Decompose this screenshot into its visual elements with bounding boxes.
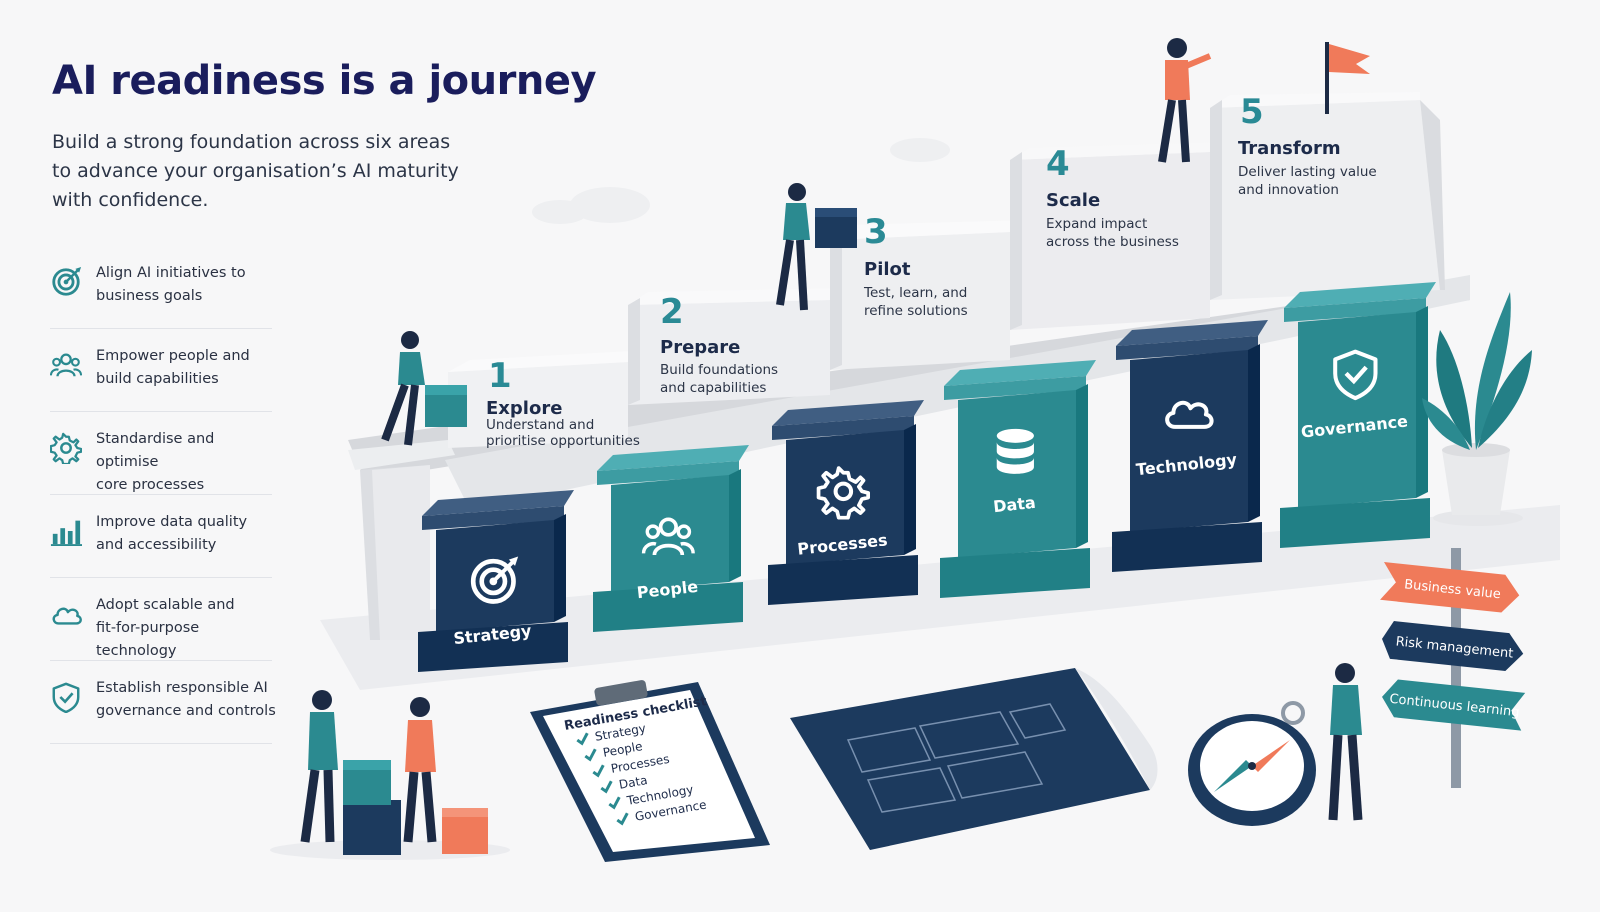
step-name: Prepare	[660, 337, 741, 358]
person-transform	[1158, 38, 1212, 163]
step-desc-line2: across the business	[1046, 234, 1179, 250]
checklist-item-label: Data	[618, 773, 649, 792]
benefit-line2: governance and controls	[96, 703, 276, 719]
benefit-line2: core processes	[96, 477, 205, 493]
step-desc-line2: refine solutions	[864, 303, 968, 319]
benefit-line2: fit-for-purpose technology	[96, 620, 200, 659]
cloud-icon	[50, 598, 84, 632]
step-number: 3	[864, 212, 888, 252]
person-explore	[381, 331, 467, 446]
compass-icon	[1188, 701, 1316, 826]
people-icon	[49, 349, 84, 383]
step-number: 5	[1240, 92, 1264, 132]
step-name: Pilot	[864, 259, 911, 280]
benefit-text: Empower people and build capabilities	[96, 345, 276, 391]
step-desc-line1: Build foundations	[660, 362, 779, 378]
blueprint	[790, 668, 1158, 850]
benefit-line2: build capabilities	[96, 371, 219, 387]
people-icon	[641, 517, 695, 556]
benefit-line2: and accessibility	[96, 537, 217, 553]
check-icon	[592, 764, 605, 778]
gear-icon	[816, 466, 871, 520]
pillar-label: Data	[992, 493, 1036, 516]
step-desc-line1: Deliver lasting value	[1238, 164, 1377, 180]
step-number: 4	[1046, 144, 1070, 184]
person-navigator	[1328, 663, 1363, 821]
step-desc-line2: and innovation	[1238, 182, 1339, 198]
benefit-item: Align AI initiatives to business goals	[50, 246, 272, 329]
signpost-sign: Continuous learning	[1382, 679, 1526, 731]
shield-check-icon	[50, 681, 84, 715]
step-desc-line1: Test, learn, and	[864, 285, 968, 301]
gear-icon	[49, 432, 84, 466]
page-title: AI readiness is a journey	[52, 58, 597, 104]
bar-chart-icon	[50, 515, 84, 549]
checklist-item-label: People	[602, 739, 644, 760]
benefit-text: Align AI initiatives to business goals	[96, 262, 276, 308]
cloud-icon	[1165, 400, 1214, 429]
benefit-item: Empower people and build capabilities	[49, 329, 272, 412]
check-icon	[600, 780, 613, 794]
check-icon	[576, 732, 589, 746]
step-number: 2	[660, 292, 684, 332]
benefit-text: Establish responsible AI governance and c…	[96, 677, 276, 723]
pillar-governance: Governance	[1280, 282, 1436, 548]
step-desc-line1: Expand impact	[1046, 216, 1148, 232]
readiness-checklist: Readiness checklist StrategyPeopleProces…	[530, 680, 770, 862]
pillar-strategy: Strategy	[418, 490, 574, 672]
signpost-sign: Risk management	[1382, 621, 1524, 671]
check-icon	[616, 812, 629, 826]
step-name: Explore	[486, 398, 563, 419]
benefit-text: Standardise and optimise core processes	[96, 428, 276, 497]
benefit-item: Improve data quality and accessibility	[50, 495, 272, 578]
benefit-item: Adopt scalable and fit-for-purpose techno…	[50, 578, 272, 661]
benefit-line1: Establish responsible AI	[96, 680, 268, 696]
person-pilot	[776, 183, 857, 311]
signpost-sign: Business value	[1380, 562, 1520, 613]
benefit-item: Establish responsible AI governance and c…	[50, 661, 276, 744]
benefit-item: Standardise and optimise core processes	[49, 412, 272, 495]
step-desc-line2: and capabilities	[660, 380, 767, 396]
shield-check-icon	[1333, 349, 1378, 401]
benefit-line1: Align AI initiatives to	[96, 265, 246, 281]
step-desc-line1: Understand and	[486, 417, 595, 433]
step-name: Scale	[1046, 190, 1101, 211]
flag-icon	[1325, 42, 1370, 114]
benefit-text: Improve data quality and accessibility	[96, 511, 276, 557]
checklist-item: People	[584, 739, 644, 762]
step-number: 1	[488, 356, 512, 396]
benefit-text: Adopt scalable and fit-for-purpose techno…	[96, 594, 276, 663]
step-desc-line2: prioritise opportunities	[486, 433, 640, 449]
pillar-data: Data	[940, 360, 1096, 598]
target-icon	[50, 266, 84, 300]
check-icon	[608, 796, 621, 810]
plant-icon	[1422, 292, 1532, 526]
page-subtitle: Build a strong foundation across six are…	[52, 131, 459, 211]
team-building-blocks	[270, 690, 510, 860]
benefit-line1: Empower people and	[96, 348, 250, 364]
step-name: Transform	[1238, 138, 1341, 159]
database-icon	[996, 428, 1034, 474]
target-icon	[470, 556, 519, 604]
benefit-line2: business goals	[96, 288, 203, 304]
pillar-processes: Processes	[768, 400, 924, 605]
checklist-item: Data	[600, 773, 649, 794]
benefit-line1: Adopt scalable and	[96, 597, 235, 613]
pillar-people: People	[593, 445, 749, 632]
benefit-line1: Standardise and optimise	[96, 431, 215, 470]
check-icon	[584, 748, 597, 762]
benefit-line1: Improve data quality	[96, 514, 248, 530]
pillar-technology: Technology	[1112, 320, 1268, 572]
